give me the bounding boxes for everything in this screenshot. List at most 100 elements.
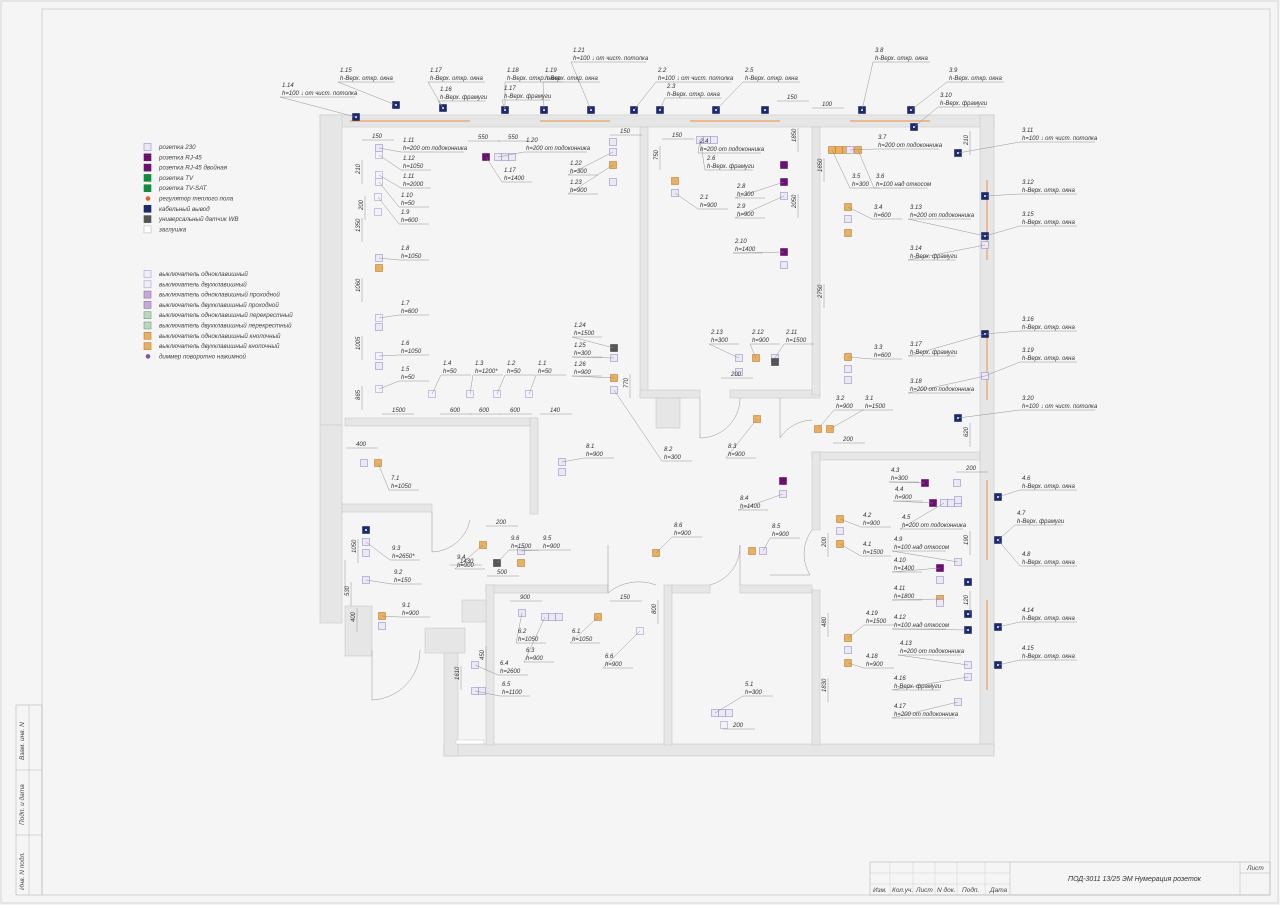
device-o-20-0 [375, 264, 383, 272]
marker-1.4: 1.4h=50 [443, 361, 457, 375]
marker-id: 1.8 [401, 246, 410, 252]
marker-id: 8.5 [772, 524, 781, 530]
marker-9.5: 9.5h=900 [543, 536, 561, 550]
marker-id: 3.13 [910, 205, 922, 211]
marker-height: h-Верх. фрамуги [894, 684, 942, 690]
marker-id: 3.15 [1022, 212, 1034, 218]
legend-label-switches-5: выключатель двухклавишный перекрестный [159, 323, 292, 330]
marker-leader [337, 81, 397, 106]
dimension-d43: 200 [732, 723, 744, 729]
dimension-d7: 100 [822, 102, 833, 108]
marker-leader [891, 598, 941, 601]
marker-3.20: 3.20h=100 ↓ от чист. потолка [1022, 396, 1098, 410]
marker-3.15: 3.15h-Верх. откр. окна [1022, 212, 1075, 226]
marker-id: 4.4 [895, 487, 904, 493]
marker-leader [655, 536, 673, 554]
marker-leader [847, 206, 873, 220]
marker-id: 3.9 [949, 68, 958, 74]
tb-col-data: Дата [989, 887, 1008, 894]
marker-1.24: 1.24h=1500 [574, 323, 595, 337]
marker-id: 4.17 [894, 704, 906, 710]
wall-int-7 [729, 389, 821, 399]
marker-8.4: 8.4h=1400 [740, 496, 761, 510]
dimension-d27: 200 [730, 372, 742, 378]
dimension-d41: 530 [345, 585, 351, 596]
marker-1.1: 1.1h=50 [538, 361, 552, 375]
marker-id: 1.21 [573, 48, 585, 54]
marker-id: 1.17 [430, 68, 442, 74]
marker-4.17: 4.17h=200 от подоконника [894, 704, 959, 718]
marker-6.1: 6.1 h=1050 [572, 629, 593, 643]
marker-height: h=1500 [865, 404, 886, 410]
marker-leader [737, 493, 784, 511]
marker-height: h=1050 [572, 637, 593, 643]
device-s-106-0 [954, 496, 962, 504]
marker-id: 1.15 [340, 68, 352, 74]
marker-height: h=200 от подоконника [403, 146, 468, 152]
marker-id: 1.17 [504, 168, 516, 174]
marker-id: 2.11 [785, 330, 797, 336]
marker-1.10: 1.10h=50 [401, 193, 415, 207]
side-stamp: Взам. инв. N Подп. и дата Инв. N подл. [15, 704, 43, 896]
marker-id: 7.1 [391, 476, 399, 482]
marker-leader [378, 147, 402, 153]
marker-1.2: 1.2h=50 [507, 361, 521, 375]
marker-leader [567, 151, 614, 176]
marker-3.18: 3.18h=200 от подоконника [910, 379, 975, 393]
marker-leader [847, 662, 865, 669]
dimension-d47: 1430 [460, 559, 474, 565]
marker-id: 9.1 [402, 603, 410, 609]
marker-id: 3.4 [874, 205, 883, 211]
marker-2.1: 2.1h=900 [699, 195, 718, 209]
marker-leader [984, 193, 1021, 197]
device-w-18-0 [374, 208, 382, 216]
device-s-49-0 [735, 368, 743, 376]
marker-leader [997, 524, 1016, 541]
marker-height: h=600 [401, 218, 419, 224]
marker-3.10: 3.10h-Верх. фрамуги [940, 93, 988, 107]
wall-int-17 [461, 599, 487, 623]
device-k-9-0-dot [764, 109, 766, 111]
marker-3.16: 3.16h-Верх. откр. окна [1022, 317, 1075, 331]
marker-leader [861, 61, 874, 111]
wall-south-west [443, 639, 459, 757]
dimension-d21: 200 [495, 520, 507, 526]
dimension-d15: 600 [450, 408, 461, 414]
marker-id: 4.14 [1022, 608, 1034, 614]
marker-leader [892, 500, 934, 504]
marker-height: h=900 [728, 452, 746, 458]
marker-leader [378, 354, 400, 357]
marker-1.9: 1.9h=600 [401, 210, 419, 224]
dimension-d35: 200 [822, 536, 828, 548]
marker-id: 4.2 [863, 513, 872, 519]
dimension-d8: 750 [654, 149, 660, 160]
marker-id: 8.6 [674, 523, 683, 529]
marker-leader [378, 154, 402, 171]
device-w-98-0 [720, 721, 728, 729]
wall-west-lower [344, 605, 373, 657]
marker-height: h=200 от подоконника [700, 147, 765, 153]
dimension-d31: 1850 [792, 128, 798, 142]
marker-leader [377, 196, 400, 225]
marker-id: 6.1 [572, 629, 580, 635]
device-s-22-0 [375, 323, 383, 331]
marker-id: 8.4 [740, 496, 749, 502]
marker-height: h-Верх. откр. окна [1022, 484, 1075, 490]
marker-id: 4.13 [900, 641, 912, 647]
marker-height: h=50 [401, 375, 415, 381]
marker-leader [659, 97, 666, 111]
marker-height: h=200 от подоконника [526, 146, 591, 152]
marker-id: 1.2 [507, 361, 516, 367]
marker-3.5: 3.5h=300 [852, 174, 870, 188]
marker-3.7: 3.7h=200 от подоконника [878, 135, 943, 149]
legend-swatch-sockets-0 [143, 143, 152, 151]
labels-layer: 1.14h=100 ↓ от чист. потолка1.15h-Верх. … [282, 48, 1098, 718]
device-s-31-2 [508, 153, 516, 161]
device-o-40-0 [671, 177, 679, 185]
marker-id: 1.5 [401, 367, 410, 373]
marker-id: 6.6 [605, 654, 614, 660]
marker-id: 2.10 [734, 239, 747, 245]
marker-height: h=1500 [574, 331, 595, 337]
marker-9.6: 9.6h=1500 [511, 536, 532, 550]
